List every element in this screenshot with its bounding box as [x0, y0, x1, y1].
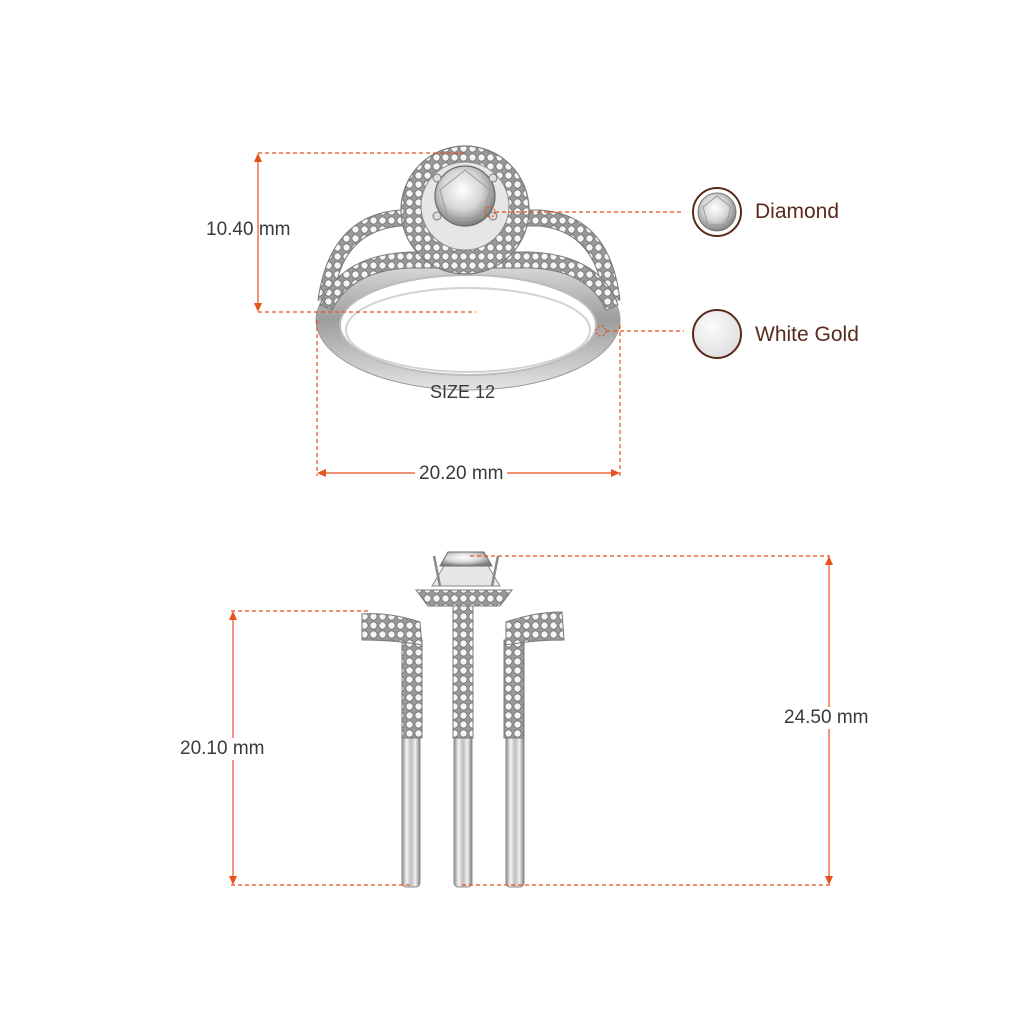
- center-diamond: [434, 165, 496, 227]
- prong: [490, 555, 500, 587]
- prong: [488, 173, 498, 183]
- ring-shank-inner: [339, 274, 597, 376]
- white-gold-swatch: [692, 309, 742, 359]
- center-diamond-facets: [439, 169, 491, 219]
- center-band-halo: [415, 589, 513, 607]
- white-gold-legend-label: White Gold: [755, 323, 859, 346]
- arrow-head: [254, 303, 262, 312]
- left-band-pave: [401, 639, 423, 739]
- diamond-legend-label: Diamond: [755, 200, 840, 223]
- pave-band-upper: [317, 209, 621, 301]
- right-band-top-curve: [505, 611, 565, 646]
- arrow-head: [825, 556, 833, 565]
- arrow-head: [229, 611, 237, 620]
- diamond-swatch-facets: [702, 195, 732, 226]
- arrow-head: [254, 153, 262, 162]
- center-head-basket: [431, 565, 501, 587]
- pave-band-lower: [319, 251, 619, 311]
- center-band-pave: [452, 601, 474, 739]
- right-band-pave: [503, 639, 525, 739]
- prong: [432, 555, 442, 587]
- side-total-height-label: 24.50 mm: [780, 707, 873, 729]
- center-side-stone: [439, 551, 493, 567]
- arrow-head: [611, 469, 620, 477]
- left-band-shank: [401, 734, 421, 888]
- bottom-dimension-lines: [229, 555, 833, 886]
- right-band-shank: [505, 734, 525, 888]
- top-height-label: 10.40 mm: [206, 219, 291, 240]
- center-band-shank: [453, 734, 473, 888]
- prong: [432, 173, 442, 183]
- ring-top-view: [315, 145, 621, 391]
- arrow-head: [317, 469, 326, 477]
- left-band-top-curve: [361, 613, 423, 646]
- top-width-label: 20.20 mm: [415, 463, 508, 485]
- arrow-head: [229, 876, 237, 885]
- ring-size-label: SIZE 12: [430, 382, 496, 402]
- arrow-head: [825, 876, 833, 885]
- ring-shank-inner-line: [345, 287, 591, 373]
- legend-swatches: [692, 187, 742, 359]
- ring-side-view: [361, 551, 565, 888]
- prong: [432, 211, 442, 221]
- side-band-height-label: 20.10 mm: [176, 738, 269, 760]
